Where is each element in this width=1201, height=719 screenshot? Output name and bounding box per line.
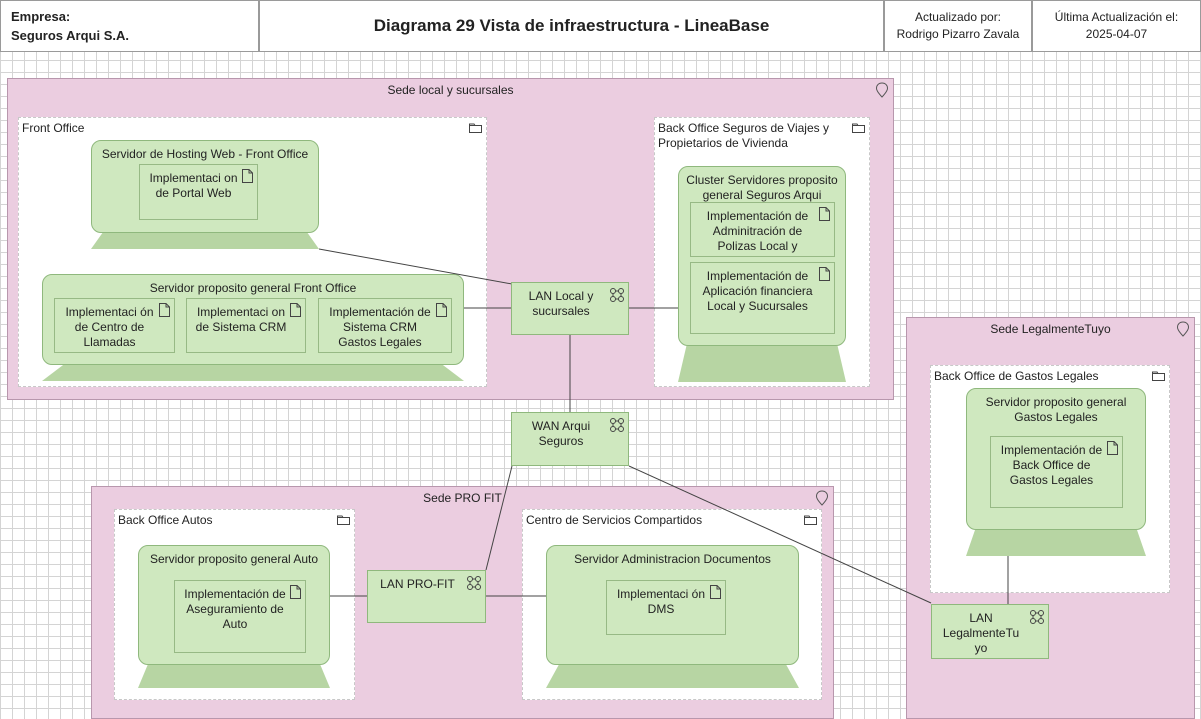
device-base xyxy=(678,346,846,382)
document-icon xyxy=(819,207,830,221)
artifact-back-gastos[interactable]: Implementación de Back Office de Gastos … xyxy=(990,436,1123,508)
document-icon xyxy=(159,303,170,317)
updated-by-cell: Actualizado por: Rodrigo Pizarro Zavala xyxy=(884,0,1032,52)
device-base xyxy=(546,665,799,688)
artifact-portal-web[interactable]: Implementaci on de Portal Web xyxy=(139,164,258,220)
folder-icon xyxy=(337,515,350,525)
artifact-centro-llamadas[interactable]: Implementaci ón de Centro de Llamadas xyxy=(54,298,175,353)
document-icon xyxy=(1107,441,1118,455)
artifact-sistema-crm[interactable]: Implementaci on de Sistema CRM xyxy=(186,298,306,353)
company-name: Seguros Arqui S.A. xyxy=(11,28,129,43)
artifact-aseguramiento-auto[interactable]: Implementación de Aseguramiento de Auto xyxy=(174,580,306,653)
group-label: Back Office Seguros de Viajes y Propieta… xyxy=(658,121,829,150)
diagram-title: Diagrama 29 Vista de infraestructura - L… xyxy=(259,0,884,52)
device-label: Servidor de Hosting Web - Front Office xyxy=(101,147,309,161)
map-pin-icon xyxy=(1176,321,1190,337)
last-update-date: 2025-04-07 xyxy=(1085,27,1148,41)
device-base xyxy=(138,665,330,688)
map-pin-icon xyxy=(875,82,889,98)
artifact-crm-gastos[interactable]: Implementación de Sistema CRM Gastos Leg… xyxy=(318,298,452,353)
artifact-label: Implementación de Sistema CRM Gastos Leg… xyxy=(329,305,431,349)
document-icon xyxy=(710,585,721,599)
device-base xyxy=(966,530,1146,556)
group-label: Back Office Autos xyxy=(118,513,213,527)
updated-by-label: Actualizado por: xyxy=(914,10,1002,24)
group-label: Front Office xyxy=(22,121,85,135)
document-icon xyxy=(436,303,447,317)
artifact-dms[interactable]: Implementaci ón DMS xyxy=(606,580,726,635)
artifact-label: Implementación de Aseguramiento de Auto xyxy=(184,587,286,631)
artifact-label: Implementaci on de Portal Web xyxy=(149,171,238,200)
network-wan[interactable]: WAN Arqui Seguros xyxy=(511,412,629,466)
document-icon xyxy=(242,169,253,183)
location-label: Sede PRO FIT xyxy=(423,491,502,505)
network-label: LAN Local y sucursales xyxy=(528,289,594,318)
network-label: LAN LegalmenteTu yo xyxy=(942,611,1020,655)
last-update-cell: Última Actualización el: 2025-04-07 xyxy=(1032,0,1201,52)
artifact-label: Implementación de Aplicación financiera … xyxy=(702,269,813,313)
device-base xyxy=(91,233,319,249)
folder-icon xyxy=(804,515,817,525)
map-pin-icon xyxy=(815,490,829,506)
network-icon xyxy=(610,418,624,432)
group-label: Back Office de Gastos Legales xyxy=(934,369,1099,383)
network-icon xyxy=(467,576,481,590)
document-icon xyxy=(290,585,301,599)
network-lan-profit[interactable]: LAN PRO-FIT xyxy=(367,570,486,623)
network-icon xyxy=(610,288,624,302)
document-icon xyxy=(819,267,830,281)
folder-icon xyxy=(469,123,482,133)
network-label: WAN Arqui Seguros xyxy=(531,419,591,448)
folder-icon xyxy=(1152,371,1165,381)
last-update-label: Última Actualización el: xyxy=(1054,10,1179,24)
artifact-label: Implementaci on de Sistema CRM xyxy=(195,305,287,334)
company-label: Empresa: xyxy=(11,9,71,24)
device-label: Servidor proposito general Front Office xyxy=(149,281,357,295)
device-label: Servidor proposito general Auto xyxy=(149,552,319,566)
artifact-label: Implementaci ón de Centro de Llamadas xyxy=(65,305,154,349)
company-cell: Empresa: Seguros Arqui S.A. xyxy=(0,0,259,52)
device-base xyxy=(42,365,464,381)
device-label: Cluster Servidores proposito general Seg… xyxy=(686,173,838,202)
device-label: Servidor Administracion Documentos xyxy=(574,552,771,566)
artifact-label: Implementaci ón DMS xyxy=(616,587,706,616)
location-label: Sede LegalmenteTuyo xyxy=(990,322,1111,336)
device-label: Servidor proposito general Gastos Legale… xyxy=(985,395,1127,424)
network-lan-local[interactable]: LAN Local y sucursales xyxy=(511,282,629,335)
artifact-label: Implementación de Adminitración de Poliz… xyxy=(706,209,809,253)
folder-icon xyxy=(852,123,865,133)
network-label: LAN PRO-FIT xyxy=(380,577,455,591)
location-label: Sede local y sucursales xyxy=(387,83,514,97)
network-lan-legalmente[interactable]: LAN LegalmenteTu yo xyxy=(931,604,1049,659)
document-icon xyxy=(290,303,301,317)
artifact-admin-polizas[interactable]: Implementación de Adminitración de Poliz… xyxy=(690,202,835,257)
network-icon xyxy=(1030,610,1044,624)
group-label: Centro de Servicios Compartidos xyxy=(526,513,703,527)
updated-by-name: Rodrigo Pizarro Zavala xyxy=(896,27,1020,41)
artifact-app-financiera[interactable]: Implementación de Aplicación financiera … xyxy=(690,262,835,334)
artifact-label: Implementación de Back Office de Gastos … xyxy=(1000,443,1103,487)
